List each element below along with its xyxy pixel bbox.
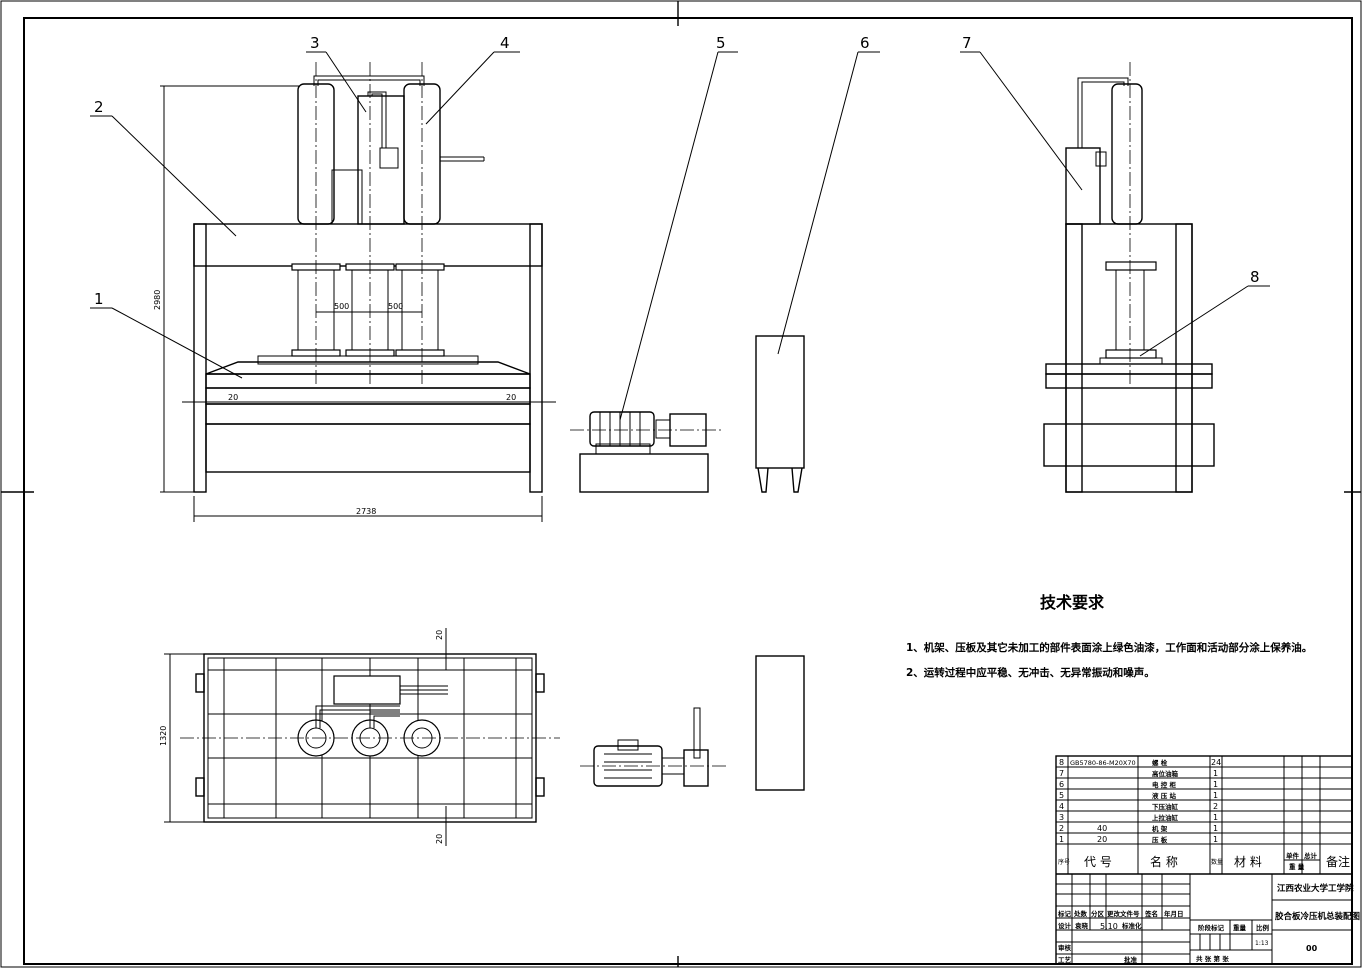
svg-text:工艺: 工艺 <box>1058 955 1072 964</box>
svg-text:标准化: 标准化 <box>1121 921 1142 930</box>
drawing-name: 胶合板冷压机总装配图 <box>1275 911 1360 922</box>
svg-text:3: 3 <box>1059 813 1064 822</box>
balloon-7: 7 <box>962 34 972 52</box>
svg-text:数量: 数量 <box>1211 858 1223 866</box>
svg-text:分区: 分区 <box>1091 909 1105 918</box>
svg-text:1: 1 <box>1213 780 1218 789</box>
svg-text:压 板: 压 板 <box>1152 835 1168 844</box>
svg-text:5.10: 5.10 <box>1100 922 1118 931</box>
svg-text:高位油箱: 高位油箱 <box>1152 769 1179 778</box>
drawing-code: 00 <box>1306 944 1318 953</box>
electric-cabinet-view <box>755 51 880 493</box>
svg-text:1: 1 <box>1059 835 1064 844</box>
tech-line-2: 2、运转过程中应平稳、无冲击、无异常振动和噪声。 <box>906 666 1155 679</box>
svg-text:单件: 单件 <box>1286 851 1300 860</box>
svg-text:标记: 标记 <box>1057 909 1072 918</box>
balloon-3: 3 <box>310 34 320 52</box>
svg-text:审核: 审核 <box>1058 943 1072 952</box>
school-name: 江西农业大学工学院 <box>1277 883 1354 894</box>
bom-row-5: 5 液 压 站 1 <box>1059 791 1218 800</box>
svg-text:批准: 批准 <box>1124 955 1138 964</box>
svg-text:更改文件号: 更改文件号 <box>1107 909 1140 918</box>
svg-text:序号: 序号 <box>1058 858 1070 866</box>
bom-row-7: 7 高位油箱 1 <box>1059 769 1218 778</box>
hydraulic-station-plan <box>580 655 805 791</box>
svg-text:上拉油缸: 上拉油缸 <box>1152 813 1179 822</box>
balloon-2: 2 <box>94 98 104 116</box>
svg-text:1:13: 1:13 <box>1255 940 1269 947</box>
dim-margin-right: 20 <box>506 393 516 402</box>
svg-text:签名: 签名 <box>1144 909 1158 918</box>
front-view <box>90 51 556 522</box>
svg-text:设计: 设计 <box>1058 921 1072 930</box>
dim-spacing-left: 500 <box>334 302 349 311</box>
bom-table <box>1055 755 1353 965</box>
tech-title: 技术要求 <box>1040 593 1105 612</box>
svg-text:备注: 备注 <box>1326 854 1350 869</box>
svg-text:4: 4 <box>1059 802 1064 811</box>
balloon-8: 8 <box>1250 268 1260 286</box>
svg-text:机 架: 机 架 <box>1152 824 1168 833</box>
inner-border <box>23 17 1353 965</box>
bom-header: 序号 代 号 名 称 数量 材 料 单件 总计 重 量 备注 <box>1058 851 1350 871</box>
title-block: 江西农业大学工学院 胶合板冷压机总装配图 00 标记 处数 分区 更改文件号 签… <box>1057 883 1360 964</box>
dim-plan-depth: 1320 <box>159 726 168 746</box>
dim-width: 2738 <box>356 507 376 516</box>
svg-text:螺 栓: 螺 栓 <box>1152 758 1168 767</box>
hydraulic-station-view <box>570 51 738 493</box>
svg-text:名 称: 名 称 <box>1150 854 1178 869</box>
svg-text:5: 5 <box>1059 791 1064 800</box>
svg-text:1: 1 <box>1213 769 1218 778</box>
svg-text:重 量: 重 量 <box>1289 862 1305 871</box>
svg-text:7: 7 <box>1059 769 1064 778</box>
svg-text:1: 1 <box>1213 791 1218 800</box>
dim-margin-left: 20 <box>228 393 238 402</box>
svg-text:20: 20 <box>1097 835 1107 844</box>
dim-spacing-right: 500 <box>388 302 403 311</box>
bom-row-4: 4 下压油缸 2 <box>1059 802 1218 811</box>
svg-text:2: 2 <box>1213 802 1218 811</box>
svg-text:GB5780-86-M20X70: GB5780-86-M20X70 <box>1070 759 1136 767</box>
svg-text:比例: 比例 <box>1256 923 1270 932</box>
bom-row-8: 8 GB5780-86-M20X70 螺 栓 24 <box>1059 758 1221 767</box>
bom-row-3: 3 上拉油缸 1 <box>1059 813 1218 822</box>
plan-view <box>164 628 560 846</box>
svg-text:40: 40 <box>1097 824 1107 833</box>
svg-text:8: 8 <box>1059 758 1064 767</box>
svg-text:共 张 第 张: 共 张 第 张 <box>1196 954 1229 963</box>
dim-height: 2980 <box>153 290 162 310</box>
tech-line-1: 1、机架、压板及其它未加工的部件表面涂上绿色油漆，工作面和活动部分涂上保养油。 <box>906 641 1312 654</box>
svg-text:6: 6 <box>1059 780 1064 789</box>
svg-text:2: 2 <box>1059 824 1064 833</box>
svg-text:下压油缸: 下压油缸 <box>1152 802 1179 811</box>
side-view <box>960 51 1270 493</box>
svg-text:1: 1 <box>1213 835 1218 844</box>
balloon-1: 1 <box>94 290 104 308</box>
svg-text:液 压 站: 液 压 站 <box>1152 791 1177 800</box>
dim-plan-bottom: 20 <box>435 834 444 844</box>
svg-text:阶段标记: 阶段标记 <box>1198 923 1225 932</box>
svg-text:重量: 重量 <box>1233 923 1247 932</box>
svg-text:总计: 总计 <box>1304 851 1318 860</box>
balloon-4: 4 <box>500 34 510 52</box>
balloon-5: 5 <box>716 34 726 52</box>
bom-row-2: 2 40 机 架 1 <box>1059 824 1218 833</box>
bom-row-1: 1 20 压 板 1 <box>1059 835 1218 844</box>
svg-text:电 控 柜: 电 控 柜 <box>1152 780 1177 789</box>
svg-text:处数: 处数 <box>1073 909 1088 918</box>
bom-row-6: 6 电 控 柜 1 <box>1059 780 1218 789</box>
svg-text:袁晓: 袁晓 <box>1074 921 1089 930</box>
svg-text:年月日: 年月日 <box>1164 909 1184 918</box>
dim-plan-top: 20 <box>435 630 444 640</box>
svg-text:24: 24 <box>1211 758 1221 767</box>
balloon-6: 6 <box>860 34 870 52</box>
svg-text:代 号: 代 号 <box>1084 855 1112 869</box>
svg-text:1: 1 <box>1213 813 1218 822</box>
svg-text:1: 1 <box>1213 824 1218 833</box>
svg-text:材 料: 材 料 <box>1234 855 1262 869</box>
